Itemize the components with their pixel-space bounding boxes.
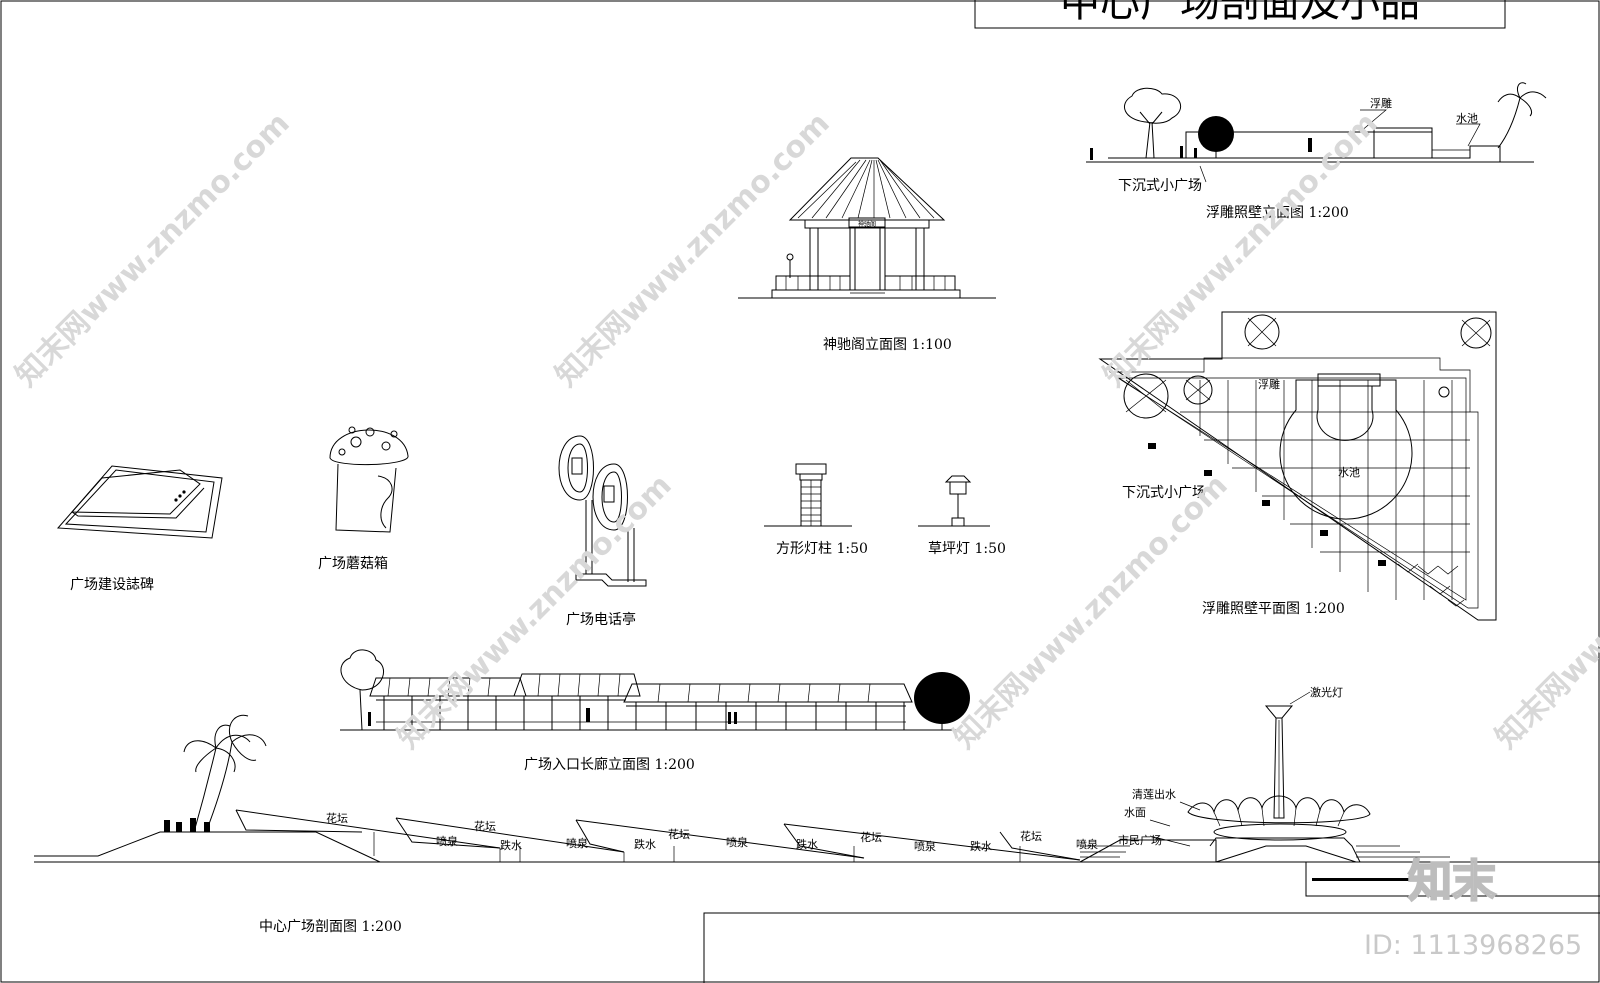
title-block: 中心广场剖面及小品 xyxy=(974,0,1506,29)
square-lamp-drawing: 方形灯柱 1:50 xyxy=(764,463,868,557)
relief-wall-plan: 浮雕 水池 下沉式小广场 浮雕照壁平面图 1:200 xyxy=(1098,311,1497,621)
label-fountain-5: 喷泉 xyxy=(1076,837,1098,851)
lawn-lamp-drawing: 草坪灯 1:50 xyxy=(918,475,1006,557)
label-flower-bed-3: 花坛 xyxy=(668,828,690,841)
label-cascade-2: 跌水 xyxy=(634,837,656,851)
label-flower-bed-5: 花坛 xyxy=(1020,830,1042,843)
watermark-6: 知末网www.znzmo.com xyxy=(1489,468,1600,756)
label-water-surface: 水面 xyxy=(1124,806,1146,819)
phone-booth-caption: 广场电话亭 xyxy=(566,611,636,628)
lotus-fountain xyxy=(1187,795,1371,841)
label-flower-bed-1: 花坛 xyxy=(326,812,348,825)
palm-trees xyxy=(164,714,267,833)
section-caption: 中心广场剖面图 1:200 xyxy=(259,919,402,935)
entrance-corridor-elevation: 广场入口长廊立面图 1:200 xyxy=(340,649,970,773)
relief-elev-label-sunken: 下沉式小广场 xyxy=(1118,178,1202,194)
phone-booth-drawing: 广场电话亭 xyxy=(558,435,647,628)
label-cascade-4: 跌水 xyxy=(970,839,992,853)
mushroom-bin-drawing: 广场蘑菇箱 xyxy=(318,426,409,572)
relief-elev-label-pool: 水池 xyxy=(1456,112,1478,125)
watermark-2: 知末网www.znzmo.com xyxy=(549,106,837,394)
corridor-caption: 广场入口长廊立面图 1:200 xyxy=(524,756,695,773)
central-square-section: 激光灯 清莲出水 水面 市民广场 花坛 花坛 花坛 花坛 花坛 喷泉 喷泉 喷泉… xyxy=(34,685,1600,935)
relief-elev-caption: 浮雕照壁立面图 1:200 xyxy=(1206,205,1349,221)
label-fountain-3: 喷泉 xyxy=(726,835,748,849)
sheet-title: 中心广场剖面及小品 xyxy=(1060,0,1420,26)
label-laser: 激光灯 xyxy=(1310,685,1343,699)
label-fountain-4: 喷泉 xyxy=(914,839,936,853)
relief-plan-caption: 浮雕照壁平面图 1:200 xyxy=(1202,601,1345,617)
label-fountain-2: 喷泉 xyxy=(566,836,588,850)
pavilion-elevation: 神驰阁 神驰阁立面图 1:100 xyxy=(738,157,996,353)
info-frame xyxy=(703,912,1600,983)
label-cascade-3: 跌水 xyxy=(796,837,818,851)
label-cascade-1: 跌水 xyxy=(500,838,522,852)
relief-elev-label-relief: 浮雕 xyxy=(1370,96,1392,110)
watermark-logo: 知末 xyxy=(1408,856,1496,907)
laser-tower xyxy=(1264,691,1311,819)
lawn-lamp-caption: 草坪灯 1:50 xyxy=(928,541,1006,557)
label-flower-bed-4: 花坛 xyxy=(860,831,882,844)
watermark-id: ID: 1113968265 xyxy=(1364,930,1582,961)
relief-plan-label-pool: 水池 xyxy=(1338,466,1360,479)
mushroom-bin-caption: 广场蘑菇箱 xyxy=(318,556,388,572)
label-clear-water: 清莲出水 xyxy=(1132,787,1176,801)
label-civic-square: 市民广场 xyxy=(1118,833,1162,847)
watermark-1: 知末网www.znzmo.com xyxy=(9,106,297,394)
pavilion-plaque: 神驰阁 xyxy=(858,220,876,228)
relief-wall-elevation: 浮雕 水池 下沉式小广场 浮雕照壁立面图 1:200 xyxy=(1086,82,1547,221)
pavilion-caption: 神驰阁立面图 1:100 xyxy=(823,337,952,353)
relief-plan-label-relief: 浮雕 xyxy=(1258,377,1280,391)
monument-drawing: 广场建设誌碑 xyxy=(56,465,223,593)
watermark-4: 知末网www.znzmo.com xyxy=(947,468,1235,756)
label-flower-bed-2: 花坛 xyxy=(474,820,496,833)
square-lamp-caption: 方形灯柱 1:50 xyxy=(776,541,868,557)
relief-plan-label-sunken: 下沉式小广场 xyxy=(1122,485,1206,501)
label-fountain-1: 喷泉 xyxy=(436,834,458,848)
watermark-3: 知末网www.znzmo.com xyxy=(1097,106,1385,394)
monument-caption: 广场建设誌碑 xyxy=(70,577,154,593)
